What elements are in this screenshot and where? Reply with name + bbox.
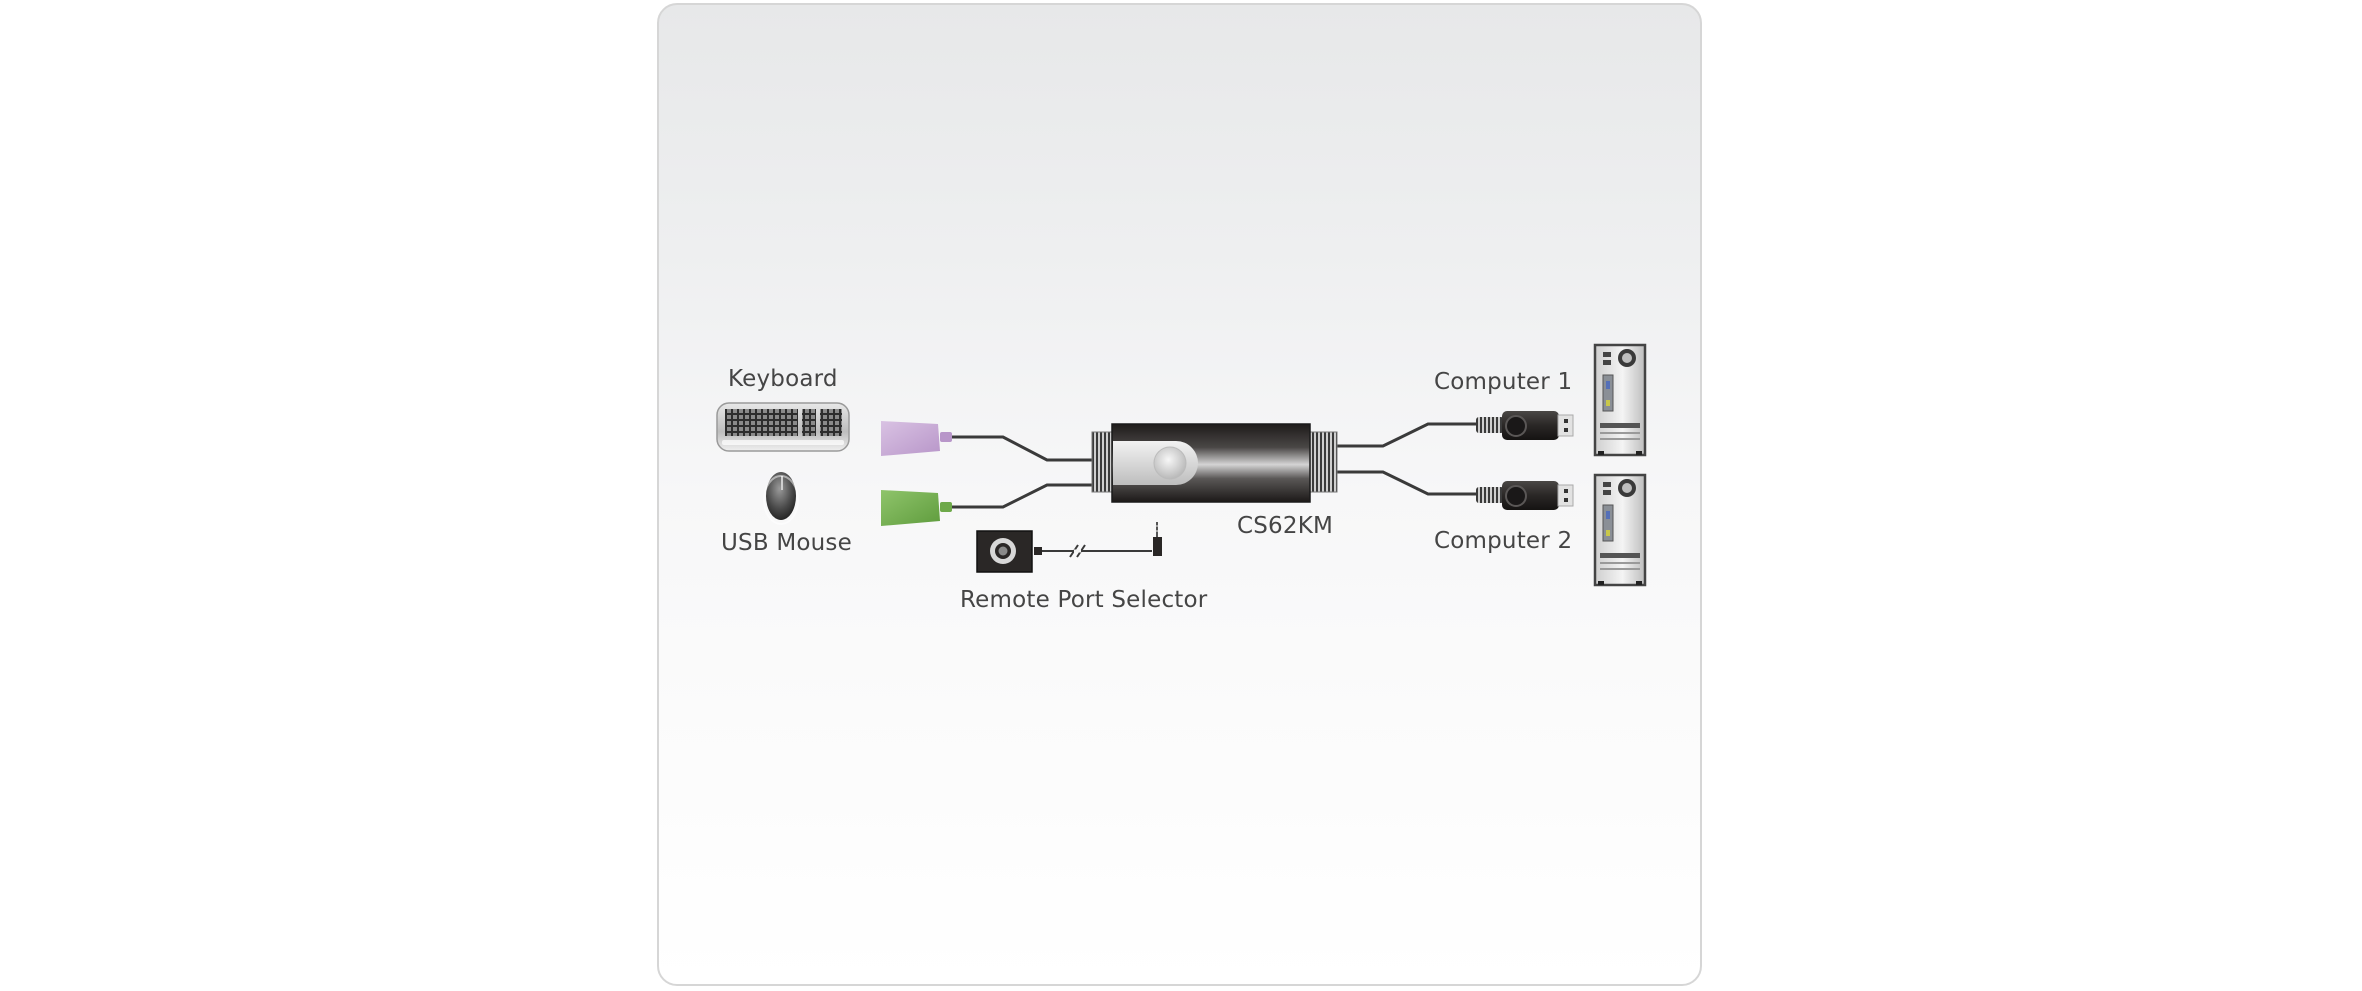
keyboard-icon [716,402,850,452]
device-label: CS62KM [1237,513,1334,539]
cs62km-device [1091,423,1338,503]
remote-selector-icon [976,522,1162,573]
usb-mouse-label: USB Mouse [721,530,852,556]
keyboard-label: Keyboard [728,366,838,392]
computer-tower-icon [1593,473,1647,587]
cable-mouse [952,483,1094,509]
mouse-connector [881,490,952,526]
usb-plug-computer-1 [1476,411,1574,440]
keyboard-connector [881,421,952,456]
cable-keyboard [952,435,1094,462]
remote-port-selector-label: Remote Port Selector [960,587,1208,613]
computer-1-label: Computer 1 [1434,369,1573,395]
mouse-icon [763,472,799,525]
cable-computer-1 [1336,422,1478,448]
usb-plug-computer-2 [1476,481,1574,510]
computer-2-label: Computer 2 [1434,528,1573,554]
computer-tower-icon [1593,343,1647,457]
cable-computer-2 [1336,470,1478,496]
